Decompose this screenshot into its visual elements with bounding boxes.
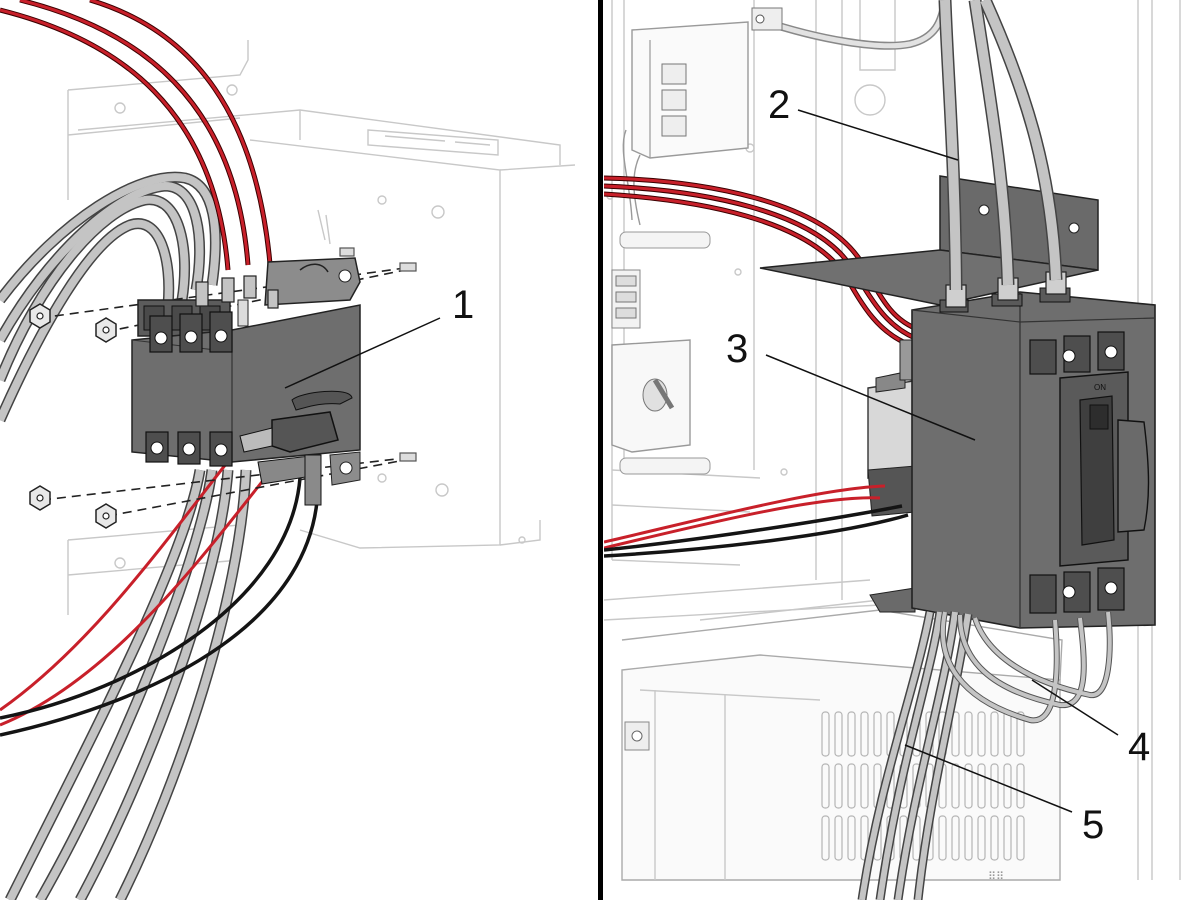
callout-1: 1 bbox=[452, 283, 474, 327]
breaker-on-mark: ON bbox=[1094, 383, 1106, 392]
gray-cables-top-right bbox=[938, 0, 1063, 291]
callout-5: 5 bbox=[1082, 803, 1104, 847]
vent-slot bbox=[977, 763, 986, 809]
leader-line-5 bbox=[904, 744, 1073, 813]
vent-slot bbox=[964, 763, 973, 809]
vent-slot bbox=[951, 815, 960, 861]
vent-slot bbox=[1003, 763, 1012, 809]
vent-slot bbox=[847, 815, 856, 861]
vent-slot bbox=[938, 815, 947, 861]
side-components bbox=[611, 231, 711, 475]
right-panel-breaker-installed: ⠿⠿ bbox=[604, 0, 1181, 900]
red-wires-upper-right bbox=[604, 175, 921, 348]
svg-text:⠿⠿: ⠿⠿ bbox=[988, 871, 1004, 883]
vent-slot bbox=[860, 711, 869, 757]
control-wires-left bbox=[0, 439, 320, 737]
gray-cables-left bbox=[0, 171, 252, 900]
left-panel-contactor-mounting bbox=[0, 0, 576, 900]
vent-slot bbox=[834, 763, 843, 809]
vent-slot bbox=[821, 815, 830, 861]
vent-slots bbox=[821, 711, 1025, 861]
leader-lines-right bbox=[765, 109, 1119, 813]
vent-slot bbox=[873, 711, 882, 757]
gray-top-cable bbox=[751, 0, 949, 50]
callout-3: 3 bbox=[726, 327, 748, 371]
vent-slot bbox=[860, 763, 869, 809]
leader-line-4 bbox=[1031, 679, 1119, 736]
vent-slot bbox=[847, 763, 856, 809]
vent-slot bbox=[1016, 815, 1025, 861]
vent-slot bbox=[821, 711, 830, 757]
relay-socket bbox=[622, 21, 749, 226]
vent-slot bbox=[1016, 763, 1025, 809]
vent-slot bbox=[834, 815, 843, 861]
callout-4: 4 bbox=[1128, 725, 1150, 769]
leader-line-3 bbox=[765, 354, 976, 441]
vent-slot bbox=[990, 815, 999, 861]
vent-slot bbox=[964, 711, 973, 757]
callout-labels: 1 2 3 4 5 bbox=[452, 83, 1150, 847]
vent-slot bbox=[951, 763, 960, 809]
power-module: ⠿⠿ bbox=[621, 599, 1063, 883]
vent-slot bbox=[821, 763, 830, 809]
contactor-component-1 bbox=[131, 257, 361, 506]
vent-slot bbox=[834, 711, 843, 757]
vent-slot bbox=[977, 711, 986, 757]
vent-slot bbox=[1016, 711, 1025, 757]
leader-line-2 bbox=[797, 109, 959, 161]
red-wires-top-left bbox=[0, 0, 275, 291]
vent-slot bbox=[847, 711, 856, 757]
vent-slot bbox=[977, 815, 986, 861]
vent-slot bbox=[1003, 815, 1012, 861]
breaker-component-3: ON bbox=[911, 271, 1156, 629]
vent-slot bbox=[990, 711, 999, 757]
leader-line-1 bbox=[284, 317, 441, 389]
panel-divider bbox=[598, 0, 603, 900]
vent-slot bbox=[951, 711, 960, 757]
vent-slot bbox=[964, 815, 973, 861]
callout-2: 2 bbox=[768, 83, 790, 127]
gray-cables-bottom-right bbox=[857, 611, 1113, 900]
control-wires-right bbox=[604, 484, 909, 558]
vent-slot bbox=[990, 763, 999, 809]
